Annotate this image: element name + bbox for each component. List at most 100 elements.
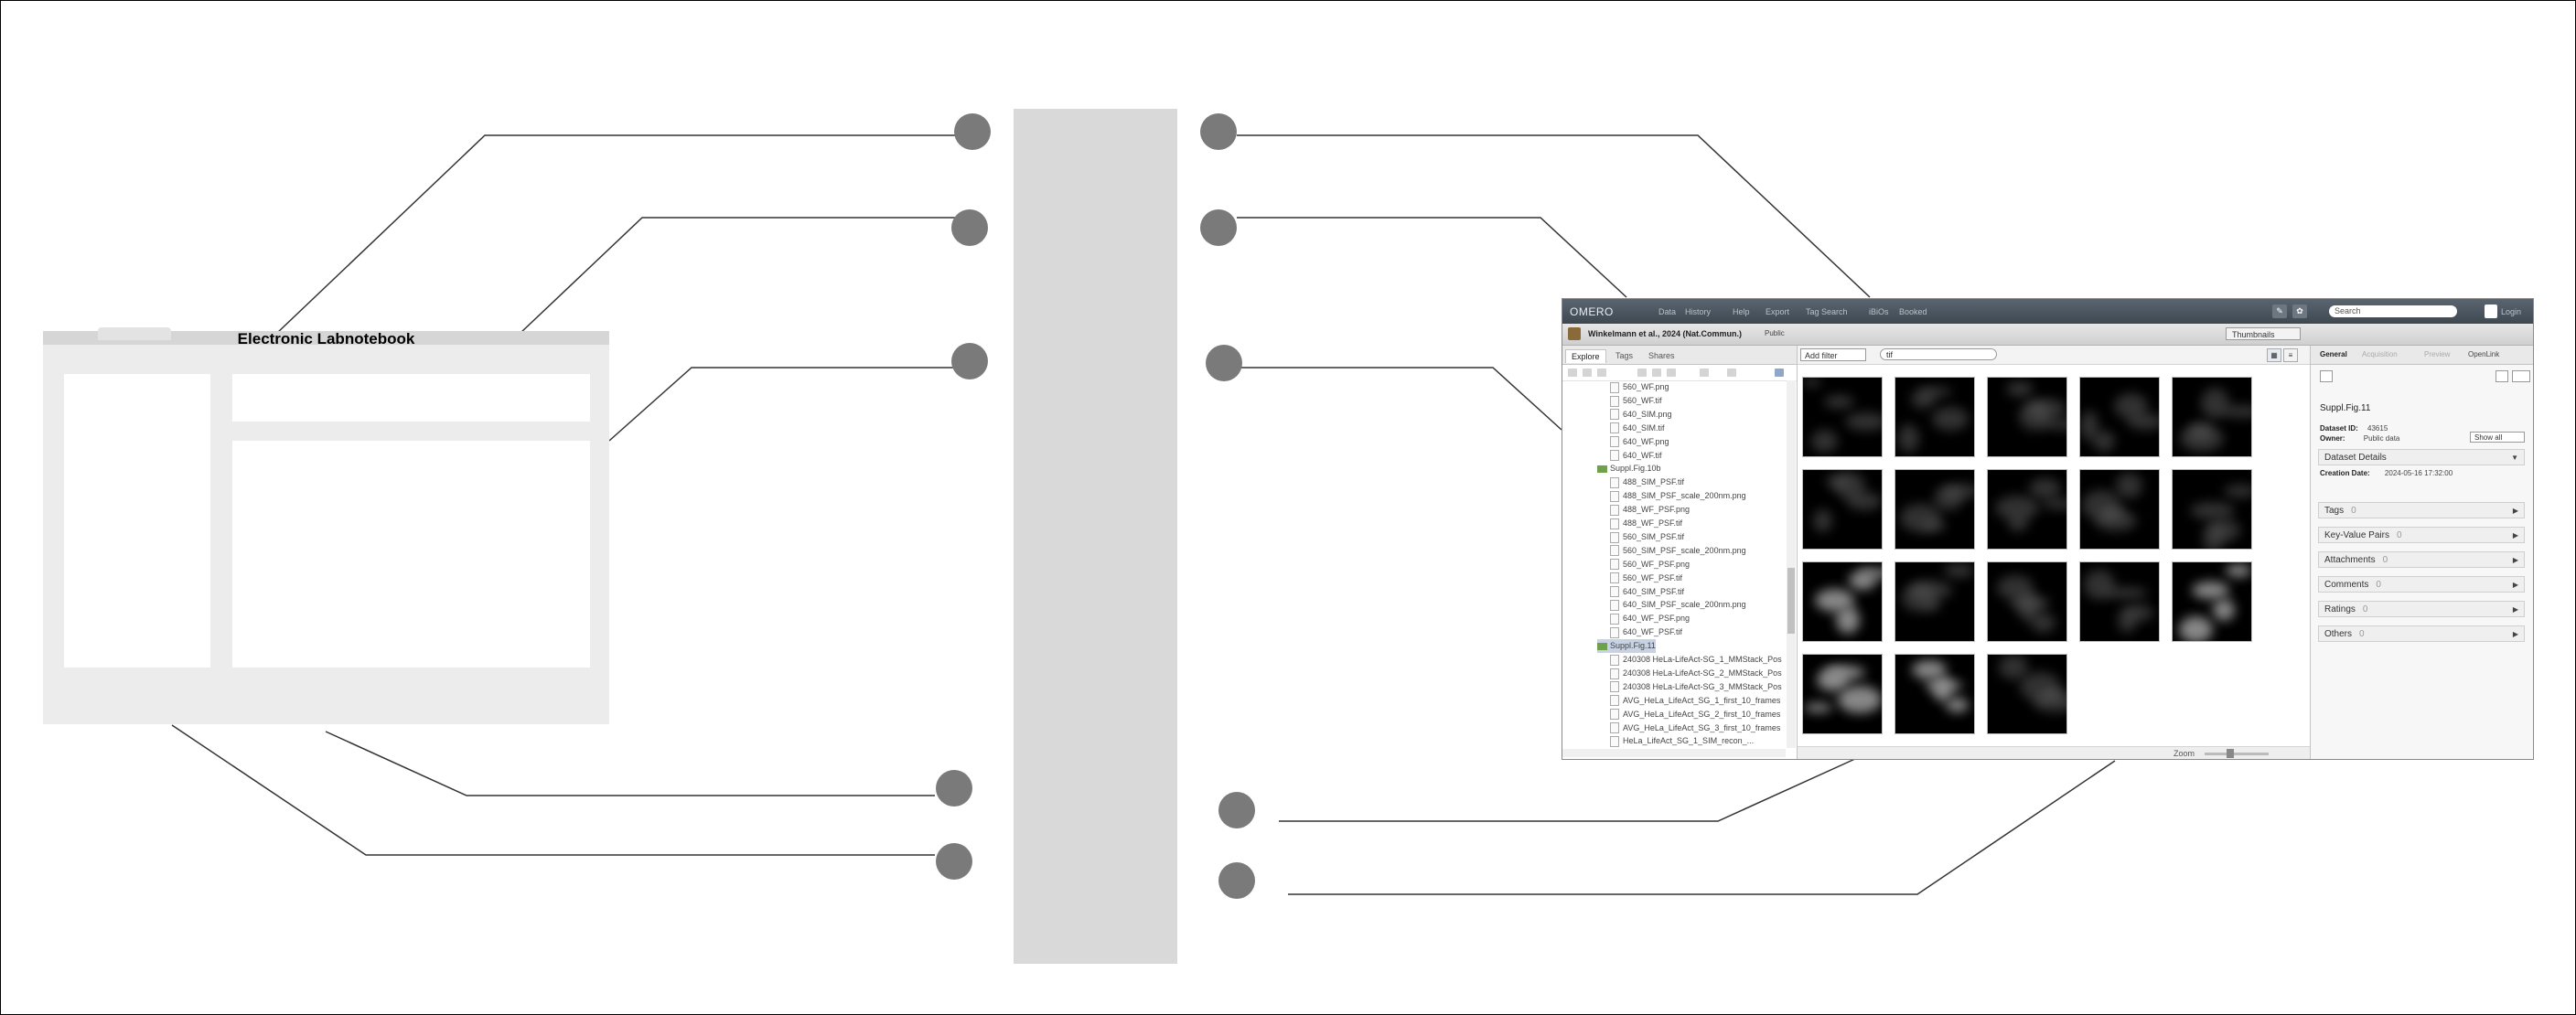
image-thumbnail[interactable] — [1802, 654, 1883, 734]
scripts-icon[interactable]: ✎ — [2272, 304, 2287, 318]
tree-file[interactable]: 488_WF_PSF.png — [1610, 503, 1690, 517]
delete-icon[interactable] — [1700, 369, 1709, 377]
tree-file[interactable]: 240308 HeLa-LifeAct-SG_3_MMStack_Pos — [1610, 680, 1782, 694]
tree-file[interactable]: 560_WF.tif — [1610, 394, 1662, 408]
tree-file[interactable]: 640_WF.tif — [1610, 449, 1662, 463]
nav-help[interactable]: Help — [1733, 307, 1750, 316]
image-thumbnail[interactable] — [1802, 377, 1883, 457]
file-icon — [1610, 436, 1619, 448]
image-thumbnail[interactable] — [1987, 654, 2067, 734]
user-avatar[interactable] — [2485, 304, 2497, 318]
grid-view-icon[interactable]: ▦ — [2267, 348, 2281, 362]
new-folder-icon[interactable] — [1583, 369, 1592, 377]
zoom-handle[interactable] — [2227, 749, 2234, 758]
image-thumbnail[interactable] — [2079, 377, 2160, 457]
search-input[interactable]: Search — [2329, 305, 2457, 317]
tree-file[interactable]: 560_WF_PSF.png — [1610, 558, 1690, 572]
tree-file[interactable]: 640_SIM.png — [1610, 408, 1672, 422]
image-thumbnail[interactable] — [1987, 561, 2067, 642]
tree-hscrollbar[interactable] — [1562, 749, 1786, 757]
nav-export[interactable]: Export — [1766, 307, 1790, 316]
list-view-icon[interactable]: ≡ — [2283, 348, 2298, 362]
tab-shares[interactable]: Shares — [1648, 351, 1675, 360]
add-filter-select[interactable]: Add filter — [1800, 348, 1866, 361]
tree-file[interactable]: 560_SIM_PSF_scale_200nm.png — [1610, 544, 1746, 558]
tree-file[interactable]: 640_SIM.tif — [1610, 422, 1665, 435]
tree-file[interactable]: 240308 HeLa-LifeAct-SG_1_MMStack_Pos — [1610, 653, 1782, 667]
marker-dot — [954, 113, 991, 150]
nav-data[interactable]: Data — [1658, 307, 1677, 316]
nav-tag-search[interactable]: Tag Search — [1806, 307, 1848, 316]
scrollbar-thumb[interactable] — [1787, 568, 1795, 634]
image-thumbnail[interactable] — [1894, 469, 1975, 550]
image-thumbnail[interactable] — [2172, 561, 2252, 642]
nav-ibios[interactable]: iBiOs — [1869, 307, 1889, 316]
tab-preview[interactable]: Preview — [2424, 350, 2451, 358]
login-link[interactable]: Login — [2501, 307, 2522, 316]
dataset-details-panel[interactable]: Dataset Details ▼ — [2318, 449, 2525, 465]
breadcrumb[interactable]: Winkelmann et al., 2024 (Nat.Commun.) — [1588, 329, 1742, 338]
image-thumbnail[interactable] — [1894, 561, 1975, 642]
tree-file[interactable]: 640_SIM_PSF_scale_200nm.png — [1610, 598, 1746, 612]
image-thumbnail[interactable] — [1987, 469, 2067, 550]
image-thumbnail[interactable] — [1802, 469, 1883, 550]
tab-openlink[interactable]: OpenLink — [2468, 350, 2500, 358]
copy-icon[interactable] — [1652, 369, 1661, 377]
tree-file[interactable]: AVG_HeLa_LifeAct_SG_1_first_10_frames — [1610, 694, 1780, 708]
filter-input[interactable]: tif — [1880, 348, 1997, 360]
image-thumbnail[interactable] — [1894, 377, 1975, 457]
tree-file[interactable]: 488_SIM_PSF.tif — [1610, 475, 1684, 489]
tree-file[interactable]: 640_WF.png — [1610, 435, 1669, 449]
share-icon[interactable] — [1727, 369, 1736, 377]
zoom-slider[interactable] — [2205, 753, 2269, 755]
nav-history[interactable]: History — [1685, 307, 1712, 316]
file-icon — [1610, 504, 1619, 516]
eln-tab — [98, 327, 171, 340]
tree-folder[interactable]: Suppl.Fig.11 — [1597, 639, 1656, 654]
tree-file[interactable]: 640_WF_PSF.tif — [1610, 625, 1682, 639]
image-thumbnail[interactable] — [2172, 469, 2252, 550]
tree-file[interactable]: 560_WF_PSF.tif — [1610, 572, 1682, 585]
tab-acquisition[interactable]: Acquisition — [2362, 350, 2398, 358]
view-mode-select[interactable]: Thumbnails — [2226, 327, 2301, 340]
image-thumbnail[interactable] — [1987, 377, 2067, 457]
tree-file[interactable]: 640_SIM_PSF.tif — [1610, 585, 1684, 599]
new-folder-icon[interactable] — [1597, 369, 1606, 377]
tree-scrollbar[interactable] — [1787, 380, 1796, 748]
tree-file[interactable]: 640_WF_PSF.png — [1610, 612, 1690, 625]
refresh-icon[interactable] — [1775, 369, 1784, 377]
tab-general[interactable]: General — [2320, 350, 2347, 358]
grid-icon[interactable] — [2496, 370, 2508, 382]
link-icon[interactable] — [2512, 370, 2530, 382]
new-folder-icon[interactable] — [1568, 369, 1577, 377]
tree-file[interactable]: AVG_HeLa_LifeAct_SG_3_first_10_frames — [1610, 721, 1780, 735]
tree-file[interactable]: 240308 HeLa-LifeAct-SG_2_MMStack_Pos — [1610, 667, 1782, 680]
settings-icon[interactable]: ✿ — [2292, 304, 2307, 318]
paste-icon[interactable] — [1667, 369, 1676, 377]
cut-icon[interactable] — [1637, 369, 1647, 377]
image-thumbnail[interactable] — [1802, 561, 1883, 642]
image-thumbnail[interactable] — [2079, 469, 2160, 550]
tree-file[interactable]: AVG_HeLa_LifeAct_SG_2_first_10_frames — [1610, 708, 1780, 721]
tree-file[interactable]: HeLa_LifeAct_SG_1_SIM_recon_... — [1610, 734, 1754, 748]
open-icon[interactable] — [2320, 370, 2333, 382]
tree-folder[interactable]: Suppl.Fig.10b — [1597, 462, 1661, 475]
eln-header-bar — [43, 327, 609, 345]
tree-file[interactable]: 560_WF.png — [1610, 380, 1669, 394]
nav-booked[interactable]: Booked — [1899, 307, 1927, 316]
image-thumbnail[interactable] — [2172, 377, 2252, 457]
tab-tags[interactable]: Tags — [1615, 351, 1634, 360]
tab-explore[interactable]: Explore — [1565, 349, 1606, 363]
show-all-select[interactable]: Show all — [2470, 432, 2525, 443]
image-thumbnail[interactable] — [1894, 654, 1975, 734]
tree-file[interactable]: 488_WF_PSF.tif — [1610, 517, 1682, 530]
image-thumbnail[interactable] — [2079, 561, 2160, 642]
tree-file[interactable]: 488_SIM_PSF_scale_200nm.png — [1610, 489, 1746, 503]
tree-file[interactable]: 560_SIM_PSF.tif — [1610, 530, 1684, 544]
